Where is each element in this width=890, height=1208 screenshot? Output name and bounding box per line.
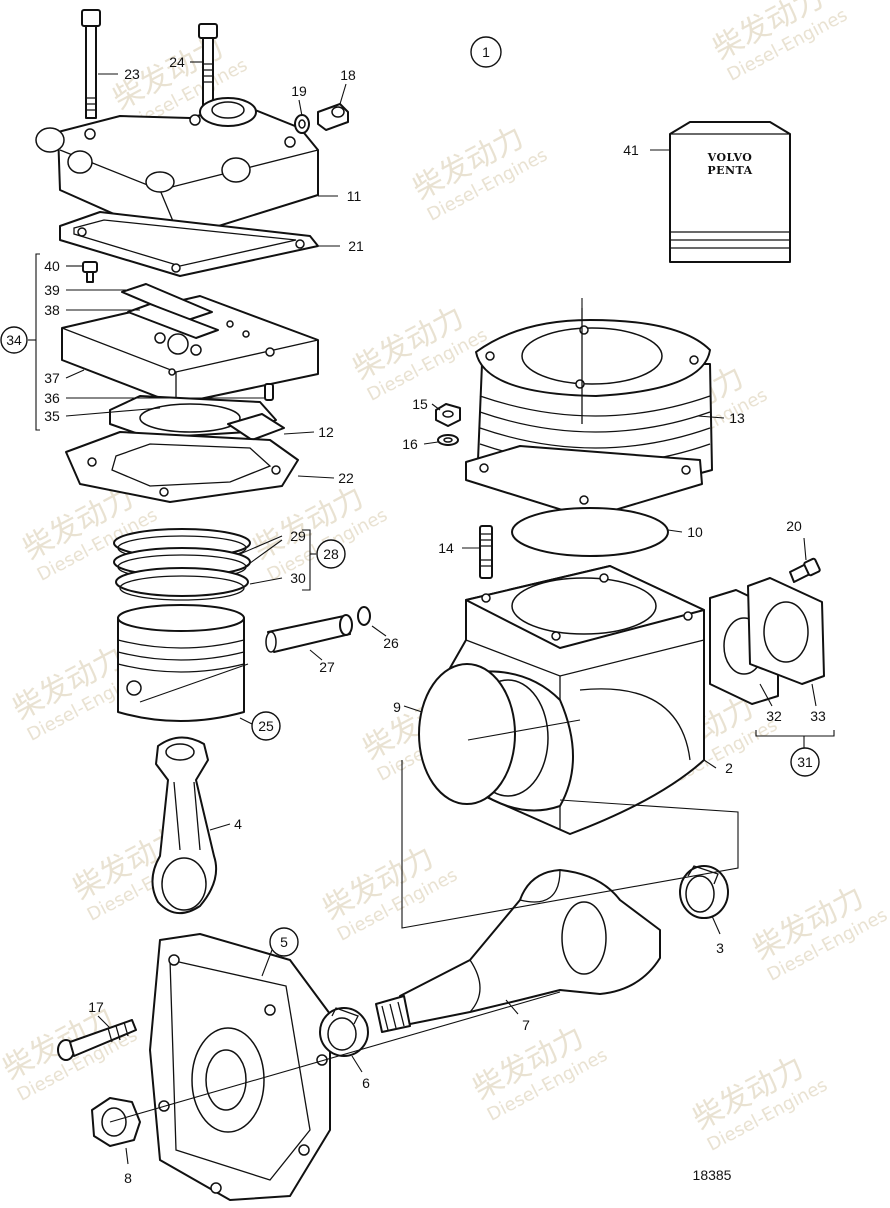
watermark: 柴发动力 Diesel-Engines xyxy=(407,120,551,226)
washer-16 xyxy=(437,434,459,446)
callout-circle-5 xyxy=(269,927,299,957)
screw-20 xyxy=(789,557,821,583)
crankshaft-7 xyxy=(375,869,661,1033)
callout-9: 9 xyxy=(393,699,401,715)
callout-11: 11 xyxy=(347,188,362,204)
gasket-21 xyxy=(59,211,319,277)
watermark: 柴发动力 Diesel-Engines xyxy=(707,0,851,86)
crankcase-2 xyxy=(447,565,705,835)
callout-circle-34 xyxy=(0,326,28,354)
callout-4: 4 xyxy=(234,816,242,832)
callout-39: 39 xyxy=(44,282,60,298)
callout-8: 8 xyxy=(124,1170,132,1186)
washer-19 xyxy=(294,114,310,134)
callout-23: 23 xyxy=(124,66,140,82)
callout-16: 16 xyxy=(402,436,418,452)
callout-24: 24 xyxy=(169,54,185,70)
callout-40: 40 xyxy=(44,258,60,274)
callout-32: 32 xyxy=(766,708,782,724)
valve-plate-37 xyxy=(61,295,319,405)
o-ring-9 xyxy=(418,663,516,805)
callout-20: 20 xyxy=(786,518,802,534)
callout-3: 3 xyxy=(716,940,724,956)
watermark: 柴发动力 Diesel-Engines xyxy=(317,840,461,946)
cylinder-13 xyxy=(475,308,713,485)
callout-26: 26 xyxy=(383,635,399,651)
callout-circle-28 xyxy=(316,539,346,569)
callout-35: 35 xyxy=(44,408,60,424)
callout-10: 10 xyxy=(687,524,703,540)
callout-18: 18 xyxy=(340,67,356,83)
watermark: 柴发动力 Diesel-Engines xyxy=(347,300,491,406)
callout-38: 38 xyxy=(44,302,60,318)
nut-15 xyxy=(435,403,461,427)
callout-17: 17 xyxy=(88,999,104,1015)
callout-15: 15 xyxy=(412,396,428,412)
callout-7: 7 xyxy=(522,1017,530,1033)
callout-13: 13 xyxy=(729,410,745,426)
callout-27: 27 xyxy=(319,659,335,675)
booklet-line1: VOLVO xyxy=(707,151,753,164)
callout-19: 19 xyxy=(291,83,307,99)
watermark: 柴发动力 Diesel-Engines xyxy=(467,1020,611,1126)
callout-2: 2 xyxy=(725,760,733,776)
callout-21: 21 xyxy=(348,238,364,254)
gasket-12 xyxy=(227,413,285,441)
watermark: 柴发动力 Diesel-Engines xyxy=(687,1050,831,1156)
connecting-rod-4 xyxy=(151,736,218,914)
watermark: 柴发动力 Diesel-Engines xyxy=(747,880,890,986)
bolt-23 xyxy=(81,9,101,119)
screw-40 xyxy=(82,261,98,283)
callout-29: 29 xyxy=(290,528,306,544)
callout-22: 22 xyxy=(338,470,354,486)
callout-37: 37 xyxy=(44,370,60,386)
callout-5: 5 xyxy=(280,934,288,950)
nut-8 xyxy=(91,1097,141,1147)
bearing-6 xyxy=(319,1007,369,1057)
callout-circle-1 xyxy=(470,36,502,68)
booklet-line2: PENTA xyxy=(707,164,752,177)
drawing-number: 18385 xyxy=(693,1167,732,1183)
circlip-26 xyxy=(357,606,371,626)
callout-circle-31 xyxy=(790,747,820,777)
callout-36: 36 xyxy=(44,390,60,406)
callout-41: 41 xyxy=(623,142,639,158)
reed-valve-38 xyxy=(127,303,219,339)
cylinder-flange xyxy=(465,445,703,519)
callout-labels: 1 23 24 19 18 11 21 40 39 38 34 37 36 35… xyxy=(0,36,826,1186)
o-ring-10 xyxy=(511,507,669,557)
end-cover-5 xyxy=(149,933,331,1201)
callout-30: 30 xyxy=(290,570,306,586)
callout-14: 14 xyxy=(438,540,454,556)
callout-31: 31 xyxy=(797,754,813,770)
leader-lines xyxy=(28,61,835,1165)
callout-33: 33 xyxy=(810,708,826,724)
callout-circle-25 xyxy=(251,711,281,741)
cylinder-head-11 xyxy=(35,97,319,239)
callout-34: 34 xyxy=(6,332,22,348)
piston-25 xyxy=(117,604,245,722)
stud-14 xyxy=(479,525,493,579)
callout-1: 1 xyxy=(482,44,490,60)
plug-18 xyxy=(317,103,349,131)
callout-28: 28 xyxy=(323,546,339,562)
watermark: 柴发动力 Diesel-Engines xyxy=(247,480,391,586)
piston-pin-27 xyxy=(265,614,353,653)
piston-ring-30 xyxy=(115,567,249,601)
callout-25: 25 xyxy=(258,718,274,734)
pin-36 xyxy=(264,383,274,401)
callout-6: 6 xyxy=(362,1075,370,1091)
callout-12: 12 xyxy=(318,424,334,440)
gasket-22 xyxy=(65,431,299,503)
bearing-3 xyxy=(679,865,729,919)
cover-33 xyxy=(747,577,825,685)
booklet-41: VOLVO PENTA xyxy=(669,121,791,263)
bolt-17 xyxy=(57,1019,137,1061)
